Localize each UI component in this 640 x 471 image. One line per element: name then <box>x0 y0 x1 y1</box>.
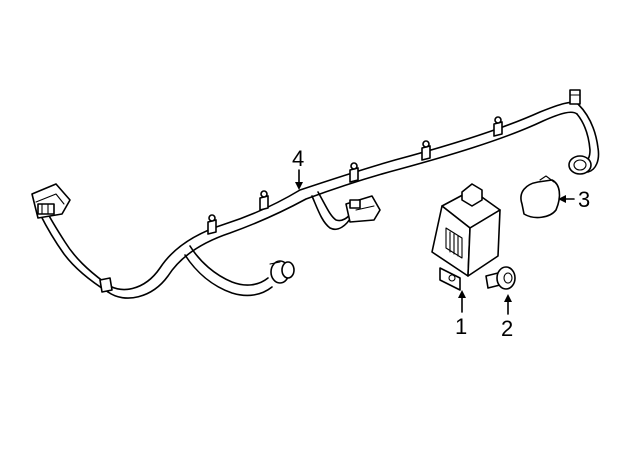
callout-3: 3 <box>558 187 590 212</box>
callout-1: 1 <box>455 290 467 339</box>
clip <box>520 175 561 219</box>
harness-clip <box>421 140 431 161</box>
callout-2: 2 <box>501 294 513 341</box>
harness-clip <box>493 116 503 137</box>
module-screw <box>485 266 516 290</box>
harness-clip <box>259 190 269 211</box>
svg-text:2: 2 <box>501 316 513 341</box>
wiring-harness <box>31 89 600 299</box>
harness-clip <box>349 162 359 183</box>
svg-text:1: 1 <box>455 314 467 339</box>
park-assist-module <box>431 183 501 291</box>
callout-4: 4 <box>292 146 304 190</box>
svg-text:3: 3 <box>578 187 590 212</box>
harness-clip <box>207 214 217 235</box>
svg-text:4: 4 <box>292 146 304 171</box>
